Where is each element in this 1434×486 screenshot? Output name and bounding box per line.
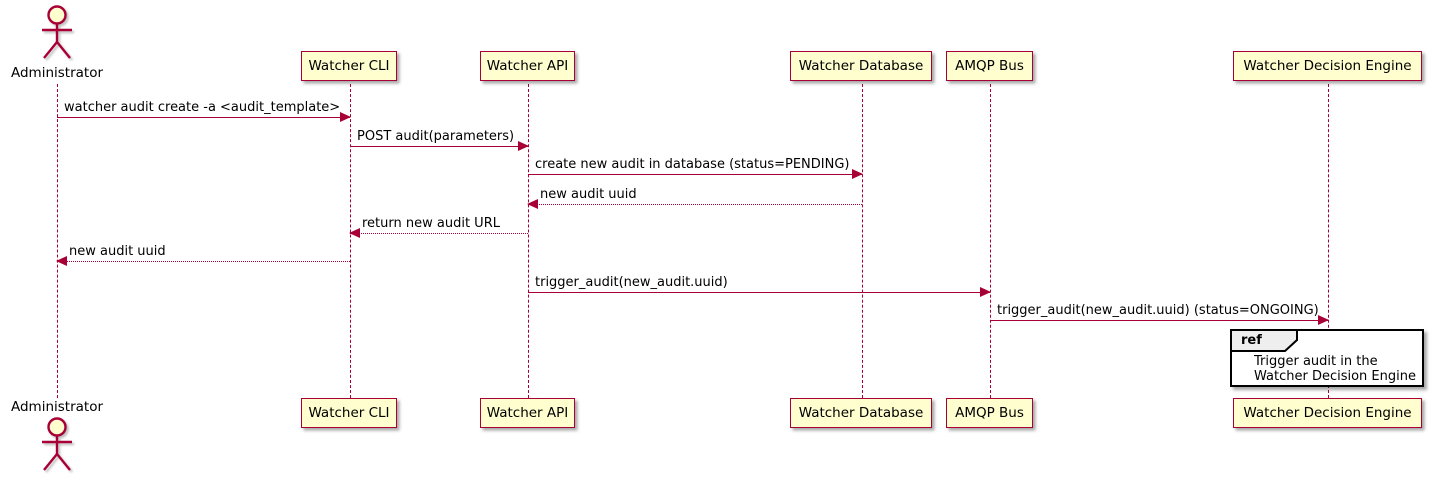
- message-line: [57, 261, 350, 262]
- message-line: [350, 233, 528, 234]
- message-label: create new audit in database (status=PEN…: [535, 157, 850, 172]
- lifeline-amqp-bus: [990, 84, 991, 398]
- participant-watcher-api-top: Watcher API: [480, 51, 575, 81]
- administrator-actor-icon-bottom: [42, 417, 72, 471]
- message-line: [350, 146, 528, 147]
- ref-body-line2: Watcher Decision Engine: [1254, 369, 1416, 384]
- participant-watcher-decision-engine-bottom: Watcher Decision Engine: [1233, 398, 1422, 428]
- actor-label-administrator-bottom: Administrator: [10, 399, 104, 415]
- message-trigger-audit: trigger_audit(new_audit.uuid): [528, 273, 991, 297]
- participant-watcher-database-bottom: Watcher Database: [790, 398, 932, 428]
- message-label: return new audit URL: [362, 216, 500, 231]
- lifeline-watcher-database: [862, 84, 863, 398]
- arrowhead-right-icon: [980, 287, 991, 297]
- administrator-actor-icon: [42, 5, 72, 59]
- lifeline-watcher-api: [528, 84, 529, 398]
- participant-watcher-cli-bottom: Watcher CLI: [301, 398, 397, 428]
- actor-label-administrator-top: Administrator: [10, 65, 104, 81]
- participant-watcher-api-bottom: Watcher API: [480, 398, 575, 428]
- participant-watcher-decision-engine-top: Watcher Decision Engine: [1233, 51, 1422, 81]
- message-post-audit: POST audit(parameters): [350, 127, 529, 151]
- message-label: watcher audit create -a <audit_template>: [64, 100, 341, 115]
- message-new-audit-uuid-to-admin: new audit uuid: [56, 242, 350, 266]
- participant-amqp-bus-top: AMQP Bus: [946, 51, 1033, 81]
- participant-amqp-bus-bottom: AMQP Bus: [946, 398, 1033, 428]
- lifeline-administrator: [57, 84, 58, 398]
- message-label: trigger_audit(new_audit.uuid): [535, 275, 728, 290]
- message-line: [528, 292, 990, 293]
- lifeline-watcher-cli: [350, 84, 351, 398]
- arrowhead-left-icon: [527, 199, 538, 209]
- message-label: POST audit(parameters): [357, 129, 515, 144]
- lifeline-watcher-decision-engine: [1328, 84, 1329, 398]
- message-trigger-audit-ongoing: trigger_audit(new_audit.uuid) (status=ON…: [990, 301, 1329, 325]
- ref-body-line1: Trigger audit in the: [1254, 354, 1378, 369]
- participant-watcher-cli-top: Watcher CLI: [301, 51, 397, 81]
- participant-watcher-database-top: Watcher Database: [790, 51, 932, 81]
- arrowhead-left-icon: [56, 256, 67, 266]
- message-create-audit-db: create new audit in database (status=PEN…: [528, 155, 863, 179]
- arrowhead-right-icon: [1318, 315, 1329, 325]
- message-line: [990, 320, 1328, 321]
- message-line: [528, 174, 862, 175]
- message-audit-create: watcher audit create -a <audit_template>: [57, 98, 351, 122]
- ref-body: Trigger audit in the Watcher Decision En…: [1254, 354, 1416, 384]
- message-label: new audit uuid: [540, 187, 637, 202]
- message-return-audit-url: return new audit URL: [349, 214, 528, 238]
- message-line: [528, 204, 862, 205]
- ref-keyword: ref: [1241, 333, 1262, 348]
- arrowhead-left-icon: [349, 228, 360, 238]
- arrowhead-right-icon: [340, 112, 351, 122]
- arrowhead-right-icon: [852, 169, 863, 179]
- message-label: new audit uuid: [69, 244, 166, 259]
- ref-tab-pentagon-icon: [1230, 329, 1298, 352]
- arrowhead-right-icon: [518, 141, 529, 151]
- message-label: trigger_audit(new_audit.uuid) (status=ON…: [997, 303, 1319, 318]
- message-new-audit-uuid-return: new audit uuid: [527, 185, 862, 209]
- message-line: [57, 117, 350, 118]
- ref-fragment: ref Trigger audit in the Watcher Decisio…: [1230, 329, 1424, 387]
